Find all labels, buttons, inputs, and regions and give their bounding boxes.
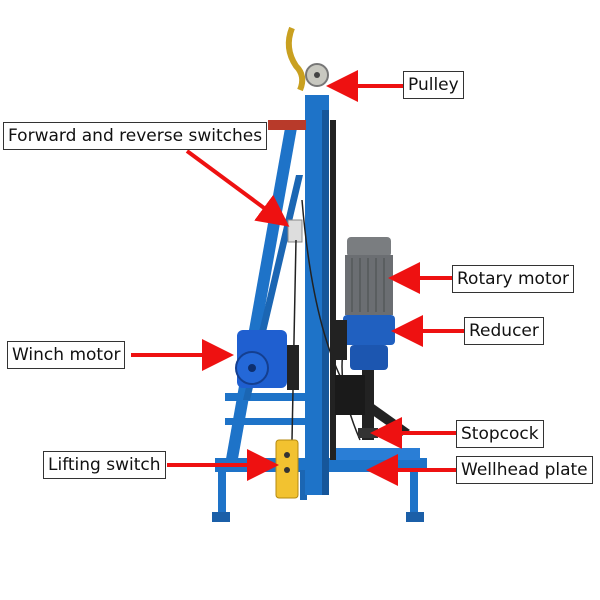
winch-motor bbox=[235, 330, 299, 390]
label-reducer: Reducer bbox=[464, 317, 544, 345]
label-winch-motor: Winch motor bbox=[7, 341, 126, 369]
label-lifting-switch: Lifting switch bbox=[43, 451, 166, 479]
reducer bbox=[335, 315, 395, 370]
forward-reverse-switch-box bbox=[287, 219, 303, 243]
rig-frame bbox=[212, 95, 427, 522]
label-rotary-motor: Rotary motor bbox=[452, 265, 575, 293]
hook-and-pulley bbox=[285, 26, 329, 92]
label-pulley: Pulley bbox=[403, 71, 464, 99]
rotary-motor bbox=[345, 237, 393, 315]
lifting-switch-pendant bbox=[275, 439, 299, 499]
label-stopcock: Stopcock bbox=[456, 420, 544, 448]
drill-rod-and-stopcock bbox=[335, 370, 410, 440]
label-forward-reverse-switches: Forward and reverse switches bbox=[3, 122, 268, 150]
label-arrows bbox=[131, 70, 464, 486]
forward-reverse-arrow bbox=[185, 149, 290, 227]
label-wellhead-plate: Wellhead plate bbox=[456, 456, 593, 484]
